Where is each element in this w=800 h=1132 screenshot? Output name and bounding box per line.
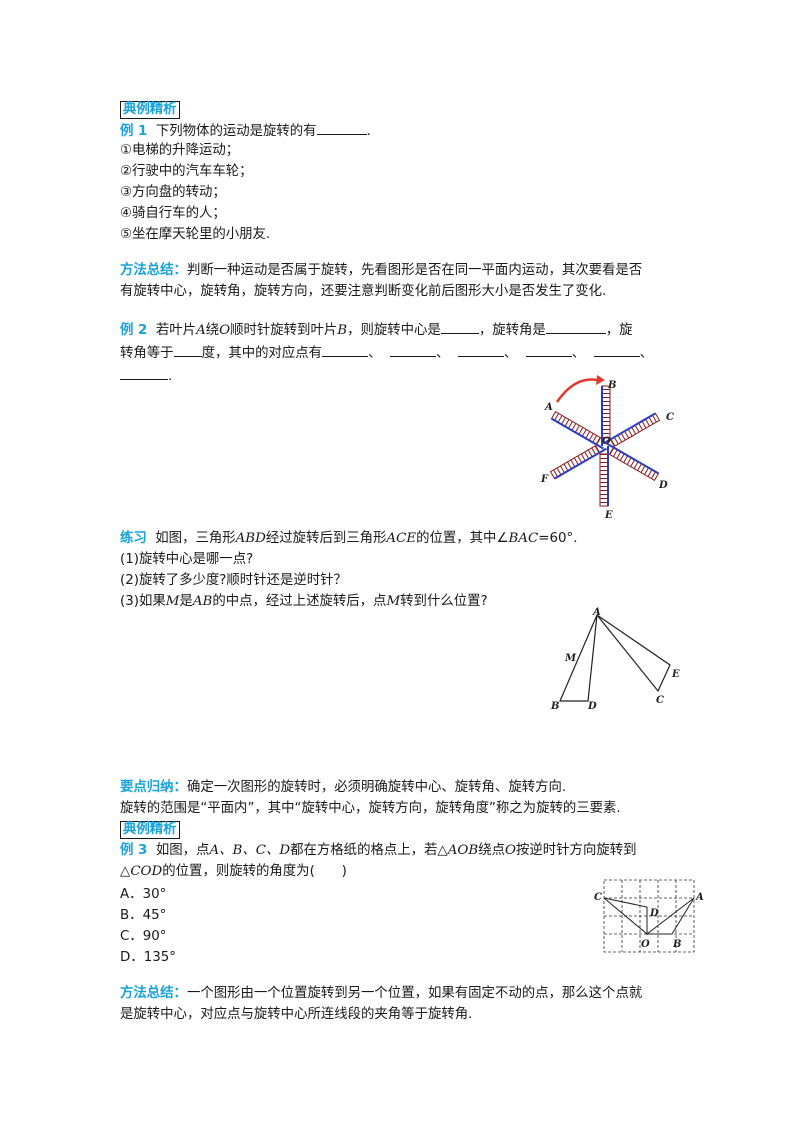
windmill-figure: A B C D E F O bbox=[540, 375, 674, 521]
practice-question: 练习 如图，三角形ABD经过旋转后到三角形ACE的位置，其中∠BAC=60°. bbox=[120, 531, 578, 546]
example-2-question-cont2: . bbox=[120, 366, 172, 386]
label-O: O bbox=[641, 939, 650, 950]
method-summary: 方法总结：一个图形由一个位置旋转到另一个位置，如果有固定不动的点，那么这个点就 bbox=[120, 986, 643, 1001]
section-title: 典例精析 bbox=[120, 101, 180, 119]
label-A: A bbox=[695, 892, 704, 903]
option: B．45° bbox=[120, 908, 167, 923]
label-A: A bbox=[592, 607, 601, 618]
grid-figure: C A D O B bbox=[594, 879, 704, 953]
label-C: C bbox=[656, 695, 664, 706]
method-summary: 方法总结：判断一种运动是否属于旋转，先看图形是否在同一平面内运动，其次要看是否 bbox=[120, 263, 643, 278]
key-points-cont: 旋转的范围是“平面内”，其中“旋转中心，旋转方向，旋转角度”称之为旋转的三要素. bbox=[120, 801, 621, 816]
label-D: D bbox=[658, 480, 668, 491]
label-D: D bbox=[649, 908, 659, 919]
option: ⑤坐在摩天轮里的小朋友. bbox=[120, 227, 271, 242]
answer-blank[interactable] bbox=[389, 343, 436, 357]
label-B: B bbox=[607, 380, 616, 391]
rotation-arrow-icon bbox=[555, 378, 598, 403]
option: ①电梯的升降运动； bbox=[120, 143, 240, 158]
option: ④骑自行车的人； bbox=[120, 206, 226, 221]
label-C: C bbox=[666, 412, 674, 423]
label-F: F bbox=[540, 474, 549, 485]
practice-q1: (1)旋转中心是哪一点? bbox=[120, 552, 254, 567]
option: ②行驶中的汽车车轮； bbox=[120, 164, 253, 179]
option: ③方向盘的转动； bbox=[120, 185, 226, 200]
blade-group bbox=[549, 385, 661, 507]
answer-blank[interactable] bbox=[316, 121, 367, 135]
label-D: D bbox=[587, 701, 597, 712]
label-C: C bbox=[594, 892, 602, 903]
label-E: E bbox=[604, 510, 613, 521]
answer-blank[interactable] bbox=[120, 366, 168, 380]
practice-q2: (2)旋转了多少度?顺时针还是逆时针？ bbox=[120, 573, 347, 588]
example-label: 例 1 bbox=[120, 124, 148, 139]
section-title: 典例精析 bbox=[120, 821, 180, 839]
example-1-question: 例 1 下列物体的运动是旋转的有. bbox=[120, 121, 371, 141]
answer-blank[interactable] bbox=[545, 320, 606, 334]
option: C．90° bbox=[120, 929, 167, 944]
label-M: M bbox=[564, 653, 577, 664]
label-A: A bbox=[544, 402, 553, 413]
label-O: O bbox=[602, 436, 611, 447]
practice-q3: (3)如果M是AB的中点，经过上述旋转后，点M转到什么位置? bbox=[120, 594, 488, 609]
example-3-question-cont: △COD的位置，则旋转的角度为( ) bbox=[120, 864, 347, 879]
label-E: E bbox=[671, 669, 680, 680]
example-3-question: 例 3 如图，点A、B、C、D都在方格纸的格点上，若△AOB绕点O按逆时针方向旋… bbox=[120, 843, 637, 858]
answer-blank[interactable] bbox=[525, 343, 572, 357]
answer-blank[interactable] bbox=[440, 320, 479, 334]
method-summary-cont: 有旋转中心，旋转角，旋转方向，还要注意判断变化前后图形大小是否发生了变化. bbox=[120, 284, 607, 299]
label-B: B bbox=[550, 701, 559, 712]
answer-blank[interactable] bbox=[322, 343, 369, 357]
label-B: B bbox=[672, 939, 681, 950]
option: D．135° bbox=[120, 950, 176, 965]
example-2-question: 例 2 若叶片A绕O顺时针旋转到叶片B，则旋转中心是，旋转角是，旋 bbox=[120, 320, 633, 340]
key-points: 要点归纳：确定一次图形的旋转时，必须明确旋转中心、旋转角、旋转方向. bbox=[120, 780, 567, 795]
answer-blank[interactable] bbox=[173, 343, 202, 357]
method-summary-cont: 是旋转中心，对应点与旋转中心所连线段的夹角等于旋转角. bbox=[120, 1007, 473, 1022]
answer-blank[interactable] bbox=[457, 343, 504, 357]
option: A．30° bbox=[120, 887, 167, 902]
answer-blank[interactable] bbox=[593, 343, 640, 357]
example-2-question-cont: 转角等于度，其中的对应点有、 、 、 、 、 bbox=[120, 343, 653, 363]
triangle-figure: A M E C B D bbox=[550, 607, 680, 712]
